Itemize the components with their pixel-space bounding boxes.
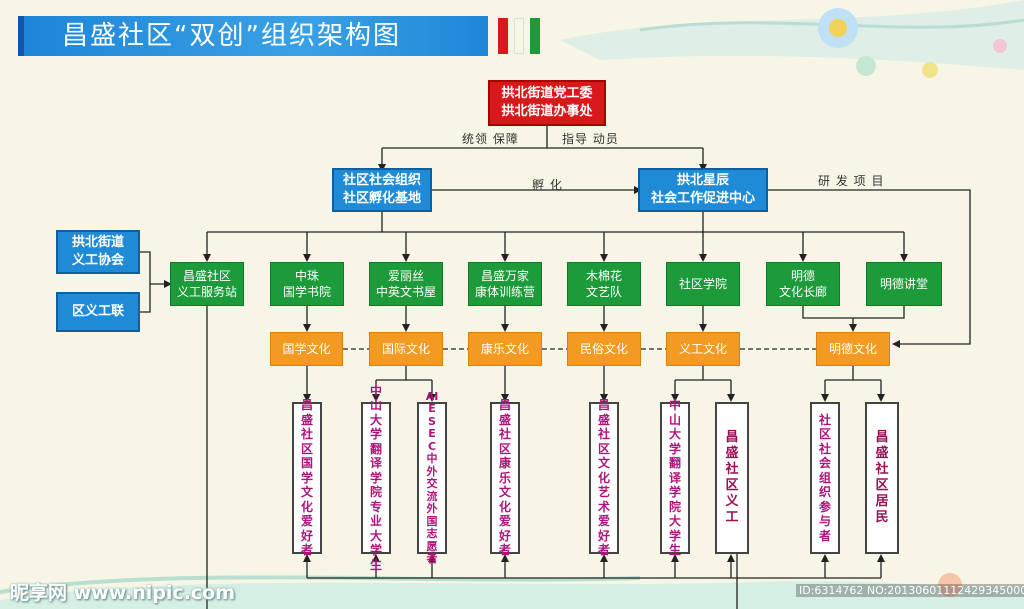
research-label: 研 发 项 目 [818,174,885,188]
social-work-center-box: 拱北星辰 社会工作促进中心 [638,168,768,212]
participant-text: 中山大学翻译学院专业大学生 [369,383,382,572]
social-work-center-line-2: 社会工作促进中心 [650,191,755,206]
incubation-base-line-2: 社区孵化基地 [342,191,421,206]
incubate-label: 孵 化 [532,178,563,192]
org-box: 社区学院 [666,262,740,306]
incubation-base-line-1: 社区社会组织 [342,173,421,188]
participant-text: 昌盛社区国学文化爱好者 [300,398,313,558]
org-box: 爱丽丝 中英文书屋 [369,262,443,306]
culture-box: 康乐文化 [468,332,542,366]
top-line-2: 拱北街道办事处 [501,104,593,119]
culture-box: 国学文化 [270,332,343,366]
watermark-left: 昵享网 www.nipic.com [10,582,236,604]
volunteer-station-box: 昌盛社区 义工服务站 [170,262,244,306]
participant-box: AIESEC中外交流外国志愿者 [417,390,447,565]
flag-red-stripe [498,18,508,54]
flag-white-stripe [514,18,524,54]
participant-box: 中山大学翻译学院大学生 [660,398,690,557]
org-box: 中珠 国学书院 [270,262,344,306]
page-title: 昌盛社区“双创”组织架构图 [62,21,401,51]
culture-box: 义工文化 [666,332,740,366]
lead-label: 统领 保障 [462,132,519,146]
culture-box: 明德文化 [816,332,890,366]
participant-box: 中山大学翻译学院专业大学生 [361,384,391,572]
participant-text: 昌盛社区义工 [725,430,739,525]
participant-box: 昌盛社区文化艺术爱好者 [589,398,619,557]
participant-text: 昌盛社区文化艺术爱好者 [597,398,610,558]
volunteer-union-box: 区义工联 [56,292,140,332]
culture-box: 国际文化 [369,332,443,366]
watermark-right: ID:6314762 NO:20130601112429345000 [796,584,1024,597]
participant-text: AIESEC中外交流外国志愿者 [425,389,439,565]
participant-box: 昌盛社区康乐文化爱好者 [490,398,520,557]
participant-box: 昌盛社区居民 [865,402,899,554]
volunteer-association-box: 拱北街道 义工协会 [56,230,140,274]
culture-box: 民俗文化 [567,332,641,366]
participant-box: 社区社会组织参与者 [810,402,840,554]
participant-box: 昌盛社区义工 [715,402,749,554]
flag-green-stripe [530,18,540,54]
participant-text: 昌盛社区康乐文化爱好者 [498,398,511,558]
org-box: 木棉花 文艺队 [567,262,641,306]
org-box: 昌盛万家 康体训练营 [468,262,542,306]
participant-text: 社区社会组织参与者 [818,412,831,543]
participant-box: 昌盛社区国学文化爱好者 [292,398,322,557]
street-party-office-box: 拱北街道党工委 拱北街道办事处 [488,80,606,126]
title-bar: 昌盛社区“双创”组织架构图 [18,16,488,56]
social-work-center-line-1: 拱北星辰 [676,173,729,188]
participant-text: 中山大学翻译学院大学生 [668,398,681,558]
participant-text: 昌盛社区居民 [875,430,889,525]
guide-label: 指导 动员 [562,132,619,146]
org-box: 明德 文化长廊 [766,262,840,306]
org-box: 明德讲堂 [866,262,942,306]
top-line-1: 拱北街道党工委 [501,86,593,101]
incubation-base-box: 社区社会组织 社区孵化基地 [332,168,432,212]
